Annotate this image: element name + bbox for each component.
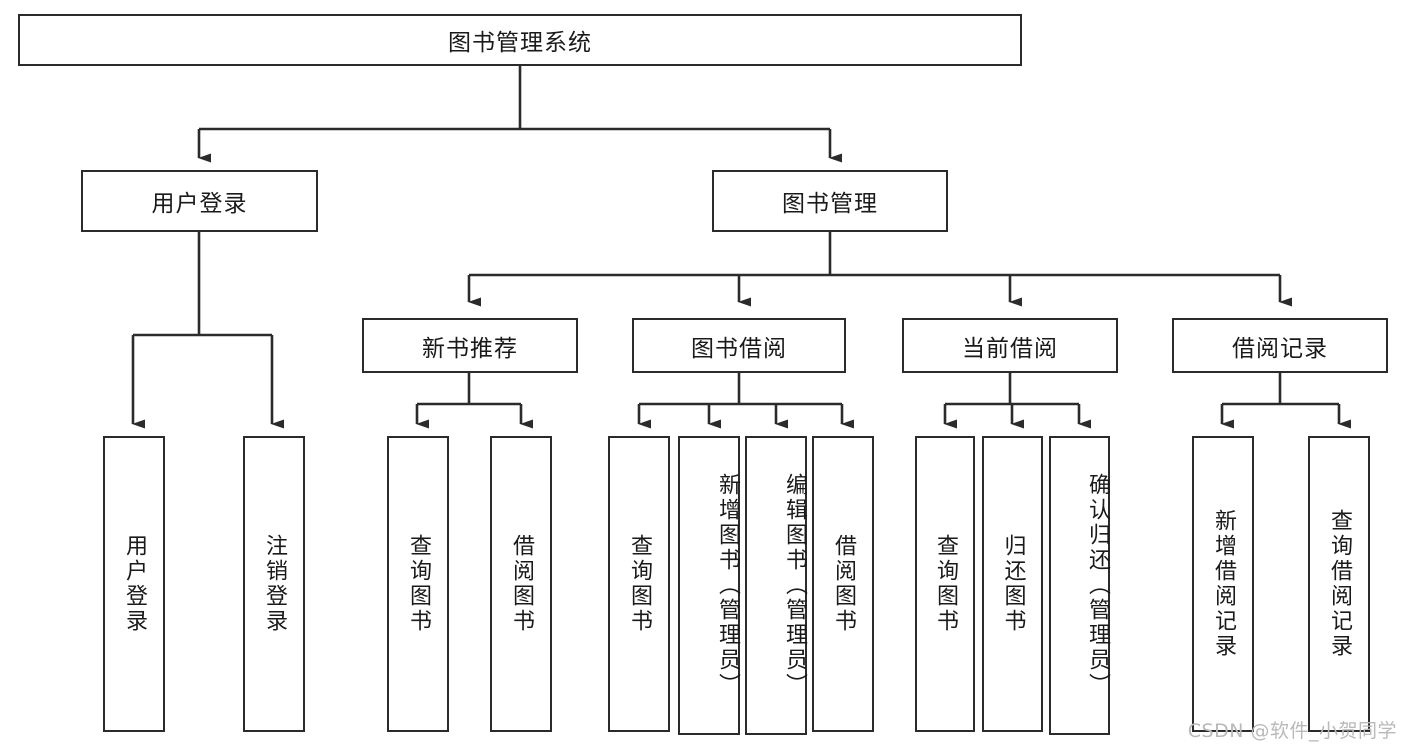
leaf-logout-label: 注销登录 <box>262 534 287 634</box>
node-root-label: 图书管理系统 <box>448 30 592 56</box>
leaf-query-book-1-label: 查询图书 <box>406 534 431 634</box>
node-book-manage-label: 图书管理 <box>782 191 878 217</box>
leaf-add-record[interactable]: 新增借阅记录 <box>1192 436 1254 732</box>
leaf-borrow-book-1-label: 借阅图书 <box>509 534 534 634</box>
leaf-confirm-return-label: 确认归还（管理员） <box>1085 473 1110 698</box>
node-book-borrow-label: 图书借阅 <box>691 335 787 362</box>
leaf-borrow-book-2[interactable]: 借阅图书 <box>812 436 874 732</box>
leaf-user-login-label: 用户登录 <box>122 534 147 634</box>
leaf-borrow-book-2-label: 借阅图书 <box>831 534 856 634</box>
leaf-query-book-3-label: 查询图书 <box>933 534 958 634</box>
node-new-book-rec-label: 新书推荐 <box>422 335 518 362</box>
leaf-query-book-2[interactable]: 查询图书 <box>608 436 670 732</box>
node-root[interactable]: 图书管理系统 <box>18 14 1022 66</box>
leaf-borrow-book-1[interactable]: 借阅图书 <box>490 436 552 732</box>
leaf-query-book-1[interactable]: 查询图书 <box>387 436 449 732</box>
leaf-query-book-2-label: 查询图书 <box>627 534 652 634</box>
leaf-confirm-return[interactable]: 确认归还（管理员） <box>1049 436 1110 735</box>
node-current-borrow[interactable]: 当前借阅 <box>902 318 1118 373</box>
leaf-edit-book-label: 编辑图书（管理员） <box>782 473 807 698</box>
leaf-return-book[interactable]: 归还图书 <box>982 436 1043 732</box>
node-current-borrow-label: 当前借阅 <box>962 335 1058 362</box>
leaf-edit-book[interactable]: 编辑图书（管理员） <box>745 436 807 735</box>
node-book-manage[interactable]: 图书管理 <box>712 170 948 232</box>
leaf-add-record-label: 新增借阅记录 <box>1211 509 1236 659</box>
node-borrow-record[interactable]: 借阅记录 <box>1172 318 1388 373</box>
leaf-user-login[interactable]: 用户登录 <box>103 436 165 732</box>
leaf-add-book-label: 新增图书（管理员） <box>715 473 740 698</box>
watermark-text: CSDN @软件_小贺同学 <box>1187 720 1397 742</box>
node-borrow-record-label: 借阅记录 <box>1232 335 1328 362</box>
node-book-borrow[interactable]: 图书借阅 <box>632 318 846 373</box>
leaf-query-book-3[interactable]: 查询图书 <box>915 436 975 732</box>
leaf-return-book-label: 归还图书 <box>1000 534 1026 634</box>
leaf-query-record[interactable]: 查询借阅记录 <box>1308 436 1370 732</box>
node-user-login[interactable]: 用户登录 <box>81 170 318 232</box>
leaf-query-record-label: 查询借阅记录 <box>1327 509 1352 659</box>
leaf-logout[interactable]: 注销登录 <box>243 436 305 732</box>
leaf-add-book[interactable]: 新增图书（管理员） <box>678 436 740 735</box>
node-new-book-rec[interactable]: 新书推荐 <box>362 318 578 373</box>
node-user-login-label: 用户登录 <box>151 191 248 217</box>
